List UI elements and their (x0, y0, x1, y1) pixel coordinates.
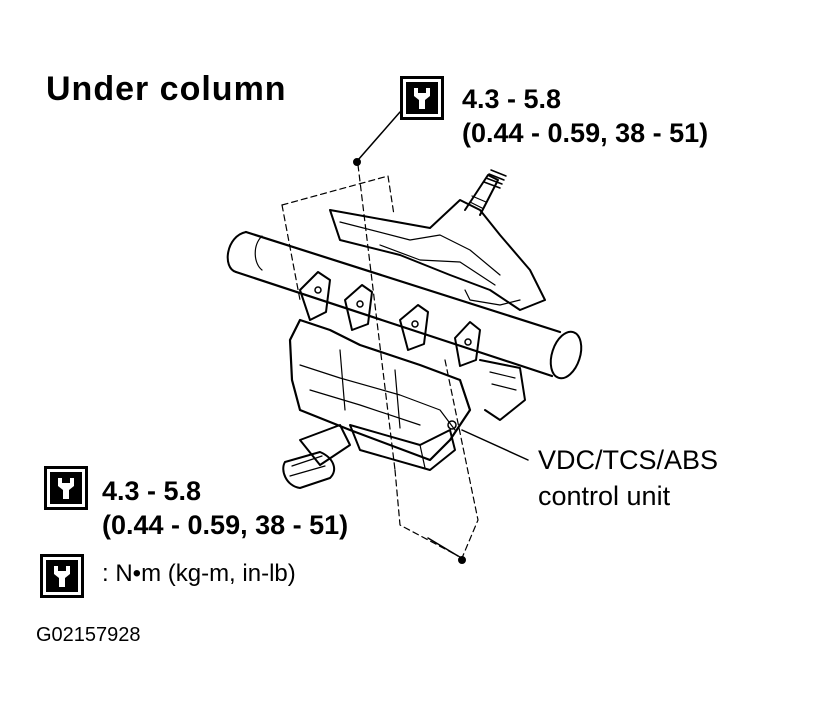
cross-tube-bottom-edge (234, 270, 554, 378)
bracket-left-2 (344, 284, 373, 331)
upper-housing (329, 199, 546, 311)
cross-tube-right-end (549, 330, 583, 380)
lower-column-body (288, 318, 472, 462)
lower-body-ribs (339, 349, 401, 429)
bracket-mid (399, 304, 429, 351)
torque-spec-top: 4.3 - 5.8 (0.44 - 0.59, 38 - 51) (462, 82, 708, 150)
callout-line-1: VDC/TCS/ABS (538, 445, 719, 475)
side-bracket-slots (489, 371, 517, 391)
shaft-ring (469, 195, 487, 209)
control-unit-module (349, 424, 456, 471)
upper-housing-detail (339, 221, 501, 276)
control-unit-edge (419, 444, 426, 469)
torque-spec-bottom: 4.3 - 5.8 (0.44 - 0.59, 38 - 51) (102, 474, 348, 542)
leader-line-bottom (427, 537, 459, 557)
dashed-guide-right (444, 359, 479, 559)
control-unit-callout: VDC/TCS/ABS control unit (538, 442, 718, 514)
figure-id: G02157928 (36, 624, 141, 646)
dashed-guide-left (281, 204, 301, 301)
cross-tube-left-end (226, 231, 247, 273)
callout-line-2: control unit (538, 481, 671, 511)
bracket-hole-1 (314, 286, 322, 294)
torque-bottom-value: 4.3 - 5.8 (102, 476, 202, 506)
upper-housing-detail-3 (464, 289, 521, 306)
lower-body-detail (299, 364, 456, 431)
diagram-title: Under column (46, 70, 287, 108)
dashed-guide-bottom (394, 469, 463, 559)
cross-tube-cap (254, 235, 263, 271)
lower-shaft-knob (282, 451, 336, 489)
units-legend: : N•m (kg-m, in-lb) (102, 560, 296, 587)
bracket-right (454, 321, 481, 367)
lower-shaft-knob-ribs (289, 455, 326, 477)
side-bracket-right (479, 359, 526, 421)
shaft-upper (464, 174, 499, 216)
bolt-bottom (458, 556, 466, 564)
shaft-splines (483, 169, 507, 189)
wrench-torque-icon (400, 76, 444, 120)
wrench-torque-icon (40, 554, 84, 598)
torque-bottom-conversion: (0.44 - 0.59, 38 - 51) (102, 510, 349, 540)
dashed-guide-top (281, 175, 395, 216)
upper-housing-detail-2 (379, 244, 496, 286)
leader-line-control-unit (461, 429, 529, 461)
bracket-left-1 (299, 271, 331, 321)
control-unit-connector (447, 420, 457, 430)
bracket-hole-4 (464, 338, 472, 346)
lower-shaft-joint (299, 424, 351, 466)
torque-top-conversion: (0.44 - 0.59, 38 - 51) (462, 118, 709, 148)
wrench-torque-icon (44, 466, 88, 510)
bracket-hole-2 (356, 300, 364, 308)
bracket-hole-3 (411, 320, 419, 328)
bolt-top (353, 158, 361, 166)
cross-tube-top-edge (244, 230, 562, 334)
torque-top-value: 4.3 - 5.8 (462, 84, 562, 114)
lower-body-detail-2 (309, 389, 421, 426)
leader-line-top (357, 111, 401, 161)
